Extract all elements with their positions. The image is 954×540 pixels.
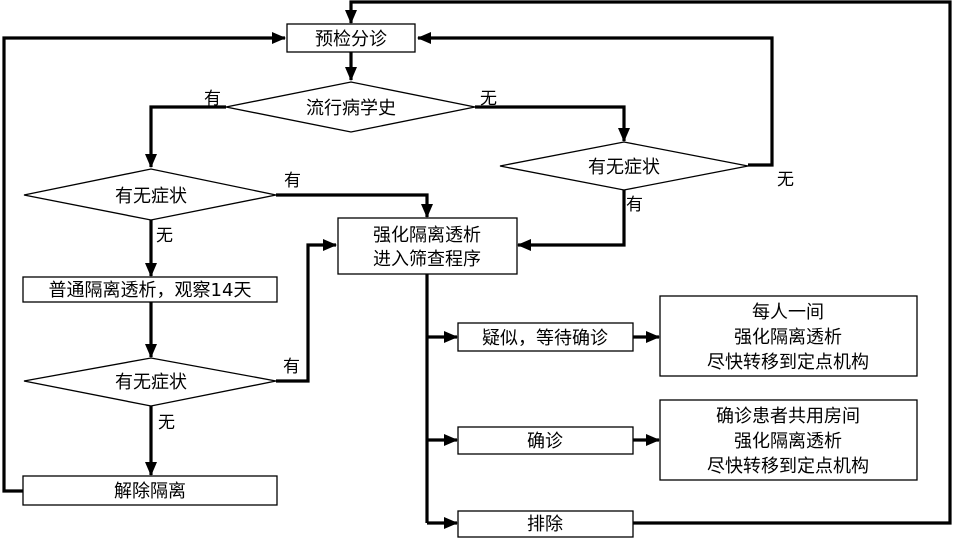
strengthen-line-2: 进入筛查程序 (373, 249, 481, 270)
node-epi-history: 流行病学史 (225, 81, 476, 133)
edge-label-bottom-yes: 有 (283, 357, 300, 377)
node-triage: 预检分诊 (286, 23, 416, 53)
edge-right-yes (517, 190, 626, 251)
confirmed-action-line-1: 确诊患者共用房间 (716, 406, 860, 427)
node-suspected-action: 每人一间 强化隔离透析 尽快转移到定点机构 (659, 295, 918, 377)
confirmed-action-line-3: 尽快转移到定点机构 (707, 456, 869, 477)
suspected-action-line-2: 强化隔离透析 (734, 327, 842, 348)
triage-label: 预检分诊 (315, 29, 387, 50)
node-excluded: 排除 (457, 510, 634, 538)
excluded-label: 排除 (527, 514, 563, 535)
release-label: 解除隔离 (114, 481, 186, 502)
edge-left-yes (276, 193, 433, 218)
edge-label-epi-yes: 有 (204, 89, 221, 109)
edge-label-left-yes: 有 (284, 171, 301, 191)
edge-release-loop (2, 32, 286, 493)
suspected-label: 疑似，等待确诊 (482, 328, 608, 349)
symptom-left-label: 有无症状 (115, 186, 187, 207)
suspected-action-line-3: 尽快转移到定点机构 (707, 352, 869, 373)
node-confirmed: 确诊 (457, 426, 634, 455)
edge-epi-yes (145, 105, 226, 168)
edge-epi-no (475, 105, 630, 142)
edges (2, 0, 952, 529)
node-confirmed-action: 确诊患者共用房间 强化隔离透析 尽快转移到定点机构 (659, 399, 918, 481)
symptom-bottom-label: 有无症状 (115, 372, 187, 393)
suspected-action-line-1: 每人一间 (752, 302, 824, 323)
strengthen-line-1: 强化隔离透析 (373, 225, 481, 246)
confirmed-action-line-2: 强化隔离透析 (734, 431, 842, 452)
edge-excluded-loop (345, 0, 952, 525)
edge-label-right-no: 无 (777, 170, 794, 190)
edge-label-right-yes: 有 (626, 195, 643, 215)
edge-bottom-yes (276, 239, 337, 383)
node-strengthen: 强化隔离透析 进入筛查程序 (337, 217, 518, 275)
edge-label-epi-no: 无 (480, 89, 497, 109)
edge-label-bottom-no: 无 (158, 413, 175, 433)
edge-labels: 有 无 无 有 有 无 有 无 (156, 89, 794, 433)
node-symptom-bottom: 有无症状 (23, 357, 277, 407)
node-normal-dialysis: 普通隔离透析，观察14天 (22, 276, 278, 303)
symptom-right-label: 有无症状 (588, 157, 660, 178)
node-suspected: 疑似，等待确诊 (457, 322, 634, 352)
node-symptom-left: 有无症状 (23, 168, 277, 221)
edge-right-no (417, 32, 774, 167)
node-symptom-right: 有无症状 (499, 141, 749, 191)
epi-history-label: 流行病学史 (306, 98, 396, 119)
node-release: 解除隔离 (22, 475, 278, 506)
confirmed-label: 确诊 (527, 431, 563, 452)
edge-label-left-no: 无 (156, 226, 173, 246)
normal-dialysis-label: 普通隔离透析，观察14天 (49, 280, 252, 301)
